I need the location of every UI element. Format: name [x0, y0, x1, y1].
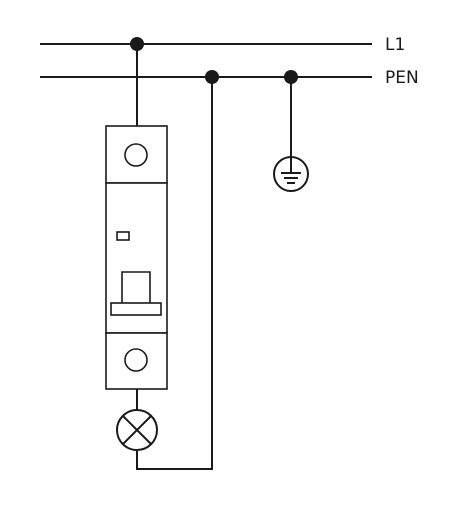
top-terminal-icon	[124, 143, 148, 167]
status-indicator-window	[116, 231, 130, 241]
bottom-terminal-icon	[124, 348, 148, 372]
breaker-bottom-section	[105, 332, 168, 390]
circuit-breaker	[105, 125, 168, 390]
lamp-icon	[116, 409, 158, 451]
ground-icon	[273, 156, 309, 192]
l1-label: L1	[385, 35, 405, 55]
breaker-toggle-lever	[121, 271, 151, 303]
pen-label: PEN	[385, 68, 419, 88]
breaker-toggle-base	[110, 302, 162, 316]
breaker-top-section	[105, 125, 168, 184]
lamp-return-wire	[136, 77, 213, 470]
